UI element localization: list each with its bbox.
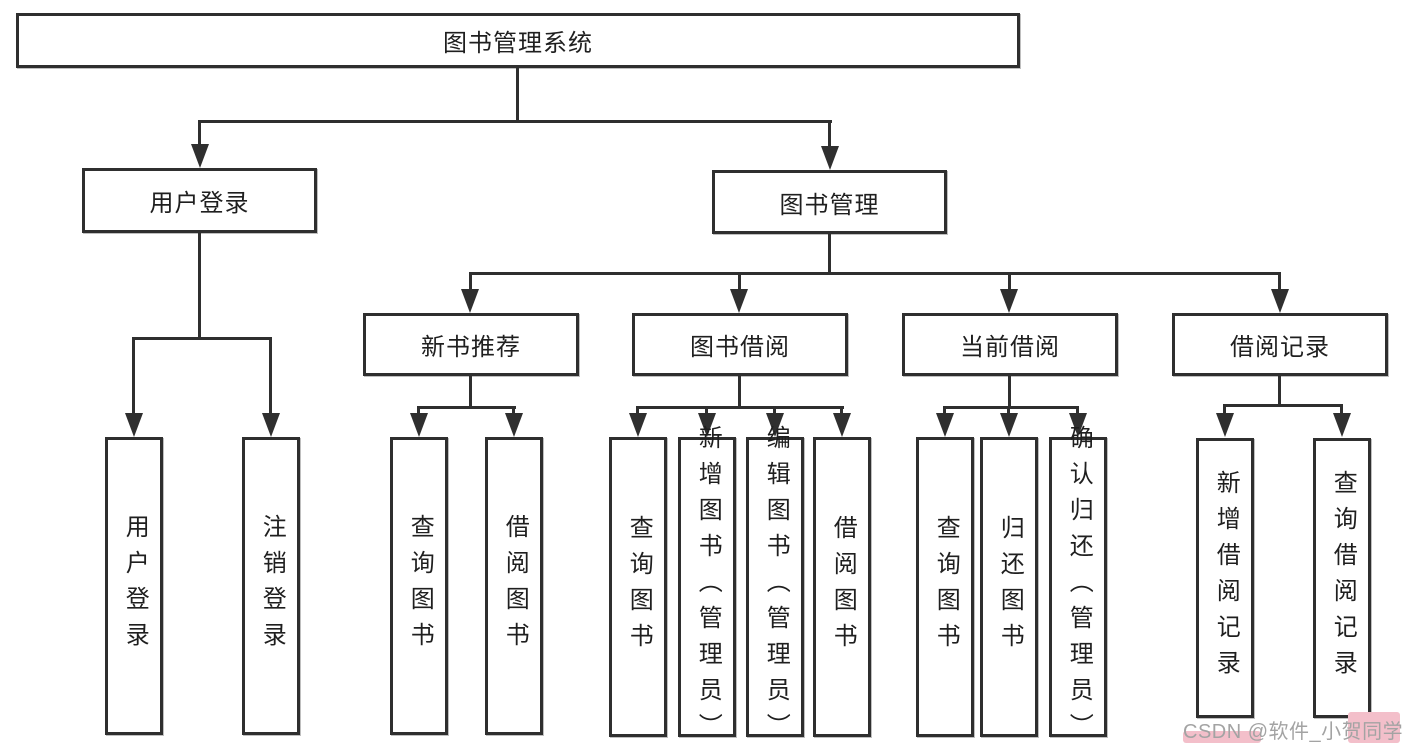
connector-line: [1278, 272, 1281, 292]
arrow-down-icon: [410, 413, 428, 437]
connector-line: [943, 406, 1079, 409]
leaf-add-borrow-record: 新增借阅记录: [1196, 438, 1254, 718]
leaf-query-books-current-label: 查询图书: [932, 515, 960, 659]
node-book-management-label: 图书管理: [779, 191, 880, 219]
leaf-user-login: 用户登录: [105, 437, 163, 735]
connector-line: [269, 337, 272, 415]
node-book-management: 图书管理: [712, 170, 947, 234]
arrow-down-icon: [629, 413, 647, 437]
arrow-down-icon: [936, 413, 954, 437]
connector-line: [1076, 406, 1079, 418]
leaf-logout: 注销登录: [242, 437, 300, 735]
arrow-down-icon: [833, 413, 851, 437]
leaf-borrow-books: 借阅图书: [813, 437, 871, 737]
connector-line: [773, 406, 776, 418]
node-root-label: 图书管理系统: [443, 30, 593, 57]
connector-line: [943, 406, 946, 418]
leaf-query-books-recommend: 查询图书: [390, 437, 448, 735]
arrow-down-icon: [698, 413, 716, 437]
leaf-edit-books-admin-label: 编辑图书（管理员）: [762, 425, 790, 747]
connector-line: [469, 272, 1281, 275]
arrow-down-icon: [1000, 413, 1018, 437]
connector-line: [417, 406, 420, 418]
connector-line: [1223, 404, 1226, 416]
watermark: CSDN @软件_小贺同学: [1183, 721, 1404, 743]
leaf-add-books-admin: 新增图书（管理员）: [678, 425, 736, 747]
node-root: 图书管理系统: [16, 13, 1020, 68]
leaf-return-books: 归还图书: [980, 437, 1038, 737]
node-current-borrow: 当前借阅: [902, 313, 1118, 376]
arrow-down-icon: [1271, 289, 1289, 313]
connector-line: [417, 406, 516, 409]
connector-line: [636, 406, 844, 409]
connector-line: [636, 406, 639, 418]
connector-line: [198, 120, 832, 123]
arrow-down-icon: [766, 413, 784, 437]
leaf-confirm-return-admin: 确认归还（管理员）: [1049, 425, 1107, 747]
leaf-query-books-borrow-label: 查询图书: [625, 515, 653, 659]
leaf-edit-books-admin: 编辑图书（管理员）: [746, 425, 804, 747]
connector-line: [1007, 406, 1010, 418]
arrow-down-icon: [1216, 413, 1234, 437]
connector-line: [840, 406, 843, 418]
connector-line: [469, 376, 472, 408]
leaf-confirm-return-admin-label: 确认归还（管理员）: [1065, 425, 1093, 747]
node-current-borrow-label: 当前借阅: [960, 334, 1060, 361]
leaf-borrow-books-recommend: 借阅图书: [485, 437, 543, 735]
connector-line: [132, 337, 272, 340]
connector-line: [512, 406, 515, 418]
arrow-down-icon: [461, 289, 479, 313]
node-borrow-records: 借阅记录: [1172, 313, 1388, 376]
arrow-down-icon: [821, 146, 839, 170]
arrow-down-icon: [730, 289, 748, 313]
arrow-down-icon: [191, 144, 209, 168]
leaf-logout-label: 注销登录: [258, 514, 286, 658]
node-user-login: 用户登录: [82, 168, 317, 233]
connector-line: [738, 272, 741, 292]
arrow-down-icon: [1333, 413, 1351, 437]
node-book-borrow-label: 图书借阅: [690, 334, 790, 361]
leaf-query-books-recommend-label: 查询图书: [406, 514, 434, 658]
connector-line: [705, 406, 708, 418]
connector-line: [1223, 404, 1343, 407]
node-borrow-records-label: 借阅记录: [1230, 334, 1330, 361]
leaf-borrow-books-recommend-label: 借阅图书: [501, 514, 529, 658]
connector-line: [516, 68, 519, 120]
node-user-login-label: 用户登录: [149, 190, 250, 217]
leaf-user-login-label: 用户登录: [121, 514, 149, 658]
connector-line: [469, 272, 472, 292]
leaf-query-books-current: 查询图书: [916, 437, 974, 737]
arrow-down-icon: [505, 413, 523, 437]
connector-line: [738, 376, 741, 408]
node-new-book-recommend-label: 新书推荐: [421, 334, 521, 361]
connector-line: [132, 337, 135, 415]
connector-line: [828, 120, 831, 148]
connector-line: [1008, 376, 1011, 408]
node-book-borrow: 图书借阅: [632, 313, 848, 376]
arrow-down-icon: [125, 413, 143, 437]
connector-line: [1278, 376, 1281, 406]
connector-line: [1340, 404, 1343, 416]
arrow-down-icon: [1000, 289, 1018, 313]
arrow-down-icon: [1069, 413, 1087, 437]
leaf-add-borrow-record-label: 新增借阅记录: [1212, 470, 1240, 686]
leaf-add-books-admin-label: 新增图书（管理员）: [694, 425, 722, 747]
connector-line: [198, 233, 201, 337]
watermark-accent: [1348, 712, 1400, 743]
node-new-book-recommend: 新书推荐: [363, 313, 579, 376]
leaf-borrow-books-label: 借阅图书: [829, 515, 857, 659]
arrow-down-icon: [262, 413, 280, 437]
leaf-query-books-borrow: 查询图书: [609, 437, 667, 737]
leaf-query-borrow-record: 查询借阅记录: [1313, 438, 1371, 718]
connector-line: [828, 234, 831, 272]
connector-line: [198, 120, 201, 148]
connector-line: [1008, 272, 1011, 292]
leaf-query-borrow-record-label: 查询借阅记录: [1329, 470, 1357, 686]
watermark-accent: [1183, 731, 1261, 743]
leaf-return-books-label: 归还图书: [996, 515, 1024, 659]
